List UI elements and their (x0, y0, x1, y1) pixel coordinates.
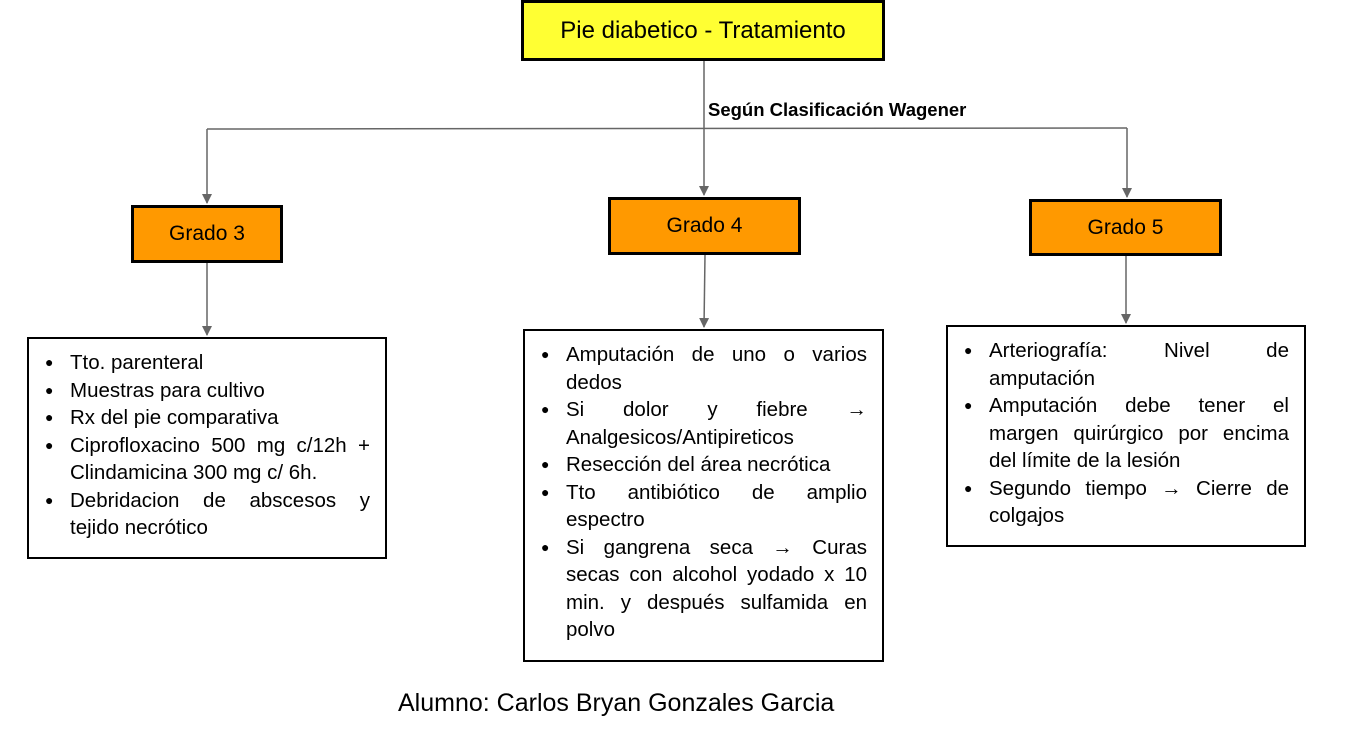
list-item: ●Ciprofloxacino 500 mg c/12h + Clindamic… (45, 433, 370, 485)
grade-3-label: Grado 3 (169, 222, 245, 245)
list-item: ●Arteriografía: Nivel de amputación (964, 339, 1289, 390)
bullet-icon: ● (541, 538, 550, 555)
list-item: ●Si dolor y fiebre → Analgesicos/Antipir… (541, 398, 867, 449)
bullet-icon: ● (45, 354, 54, 370)
list-item: ●Amputación de uno o varios dedos (541, 343, 867, 394)
bullet-icon: ● (541, 483, 550, 500)
grade-4-treatment-list: ●Amputación de uno o varios dedos ●Si do… (538, 341, 867, 644)
list-item: ●Rx del pie comparativa (42, 404, 370, 432)
grade-5-treatment-list: ●Arteriografía: Nivel de amputación ●Amp… (961, 337, 1289, 530)
bullet-icon: ● (45, 436, 54, 453)
bullet-icon: ● (541, 401, 550, 417)
student-name: Alumno: Carlos Bryan Gonzales Garcia (398, 689, 835, 717)
list-item: ●Resección del área necrótica (538, 451, 867, 479)
list-item: ●Tto antibiótico de amplio espectro (541, 480, 867, 532)
grade-5-box: Grado 5 (1029, 199, 1222, 256)
grade-4-box: Grado 4 (608, 197, 801, 255)
connector-horizontal (206, 127, 1128, 130)
bullet-icon: ● (541, 456, 550, 472)
bullet-icon: ● (964, 479, 973, 496)
grade-5-treatment-box: ●Arteriografía: Nivel de amputación ●Amp… (946, 325, 1306, 547)
arrow-grado-4-to-content (699, 254, 710, 328)
grade-5-label: Grado 5 (1087, 215, 1164, 239)
bullet-icon: ● (45, 381, 54, 398)
list-item: ●Si gangrena seca → Curas secas con alco… (541, 535, 867, 642)
list-item: ●Segundo tiempo → Cierre de colgajos (964, 476, 1289, 528)
grade-3-treatment-box: ●Tto. parenteral ●Muestras para cultivo … (27, 337, 387, 559)
branch-label: Según Clasificación Wagener (708, 99, 967, 120)
bullet-icon: ● (45, 491, 54, 508)
bullet-icon: ● (541, 346, 550, 362)
diagram-title-box: Pie diabetico - Tratamiento (521, 0, 885, 61)
list-item: ●Amputación debe tener el margen quirúrg… (964, 394, 1289, 472)
grade-4-treatment-box: ●Amputación de uno o varios dedos ●Si do… (523, 329, 884, 662)
bullet-icon: ● (45, 409, 54, 425)
list-item: ●Debridacion de abscesos y tejido necrót… (45, 488, 370, 540)
list-item: ●Tto. parenteral (42, 349, 370, 377)
bullet-icon: ● (964, 397, 973, 413)
grade-3-box: Grado 3 (131, 205, 283, 263)
list-item: ●Muestras para cultivo (42, 377, 370, 405)
bullet-icon: ● (964, 342, 973, 358)
grade-4-label: Grado 4 (666, 214, 743, 237)
diagram-title: Pie diabetico - Tratamiento (560, 16, 846, 44)
grade-3-treatment-list: ●Tto. parenteral ●Muestras para cultivo … (42, 349, 370, 542)
